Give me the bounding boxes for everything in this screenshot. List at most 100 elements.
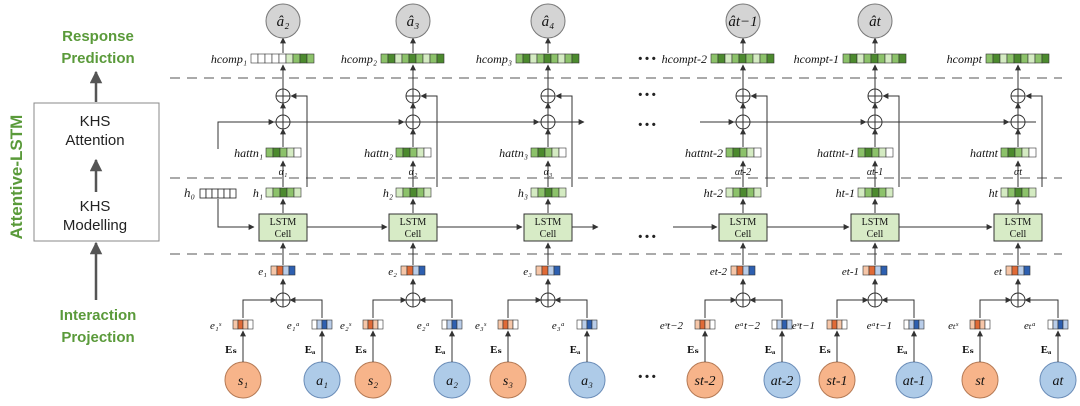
composite-state-vector	[422, 53, 431, 64]
composite-state-vector	[877, 53, 886, 64]
answer-embedding-vector-label: eᵃt−1	[867, 320, 892, 332]
composite-state-vector	[550, 53, 559, 64]
hidden-state-vector	[739, 187, 748, 198]
hidden-state-vector	[732, 187, 741, 198]
lstm-cell-label-line2: Cell	[275, 229, 292, 240]
answer-embedding-vector	[1052, 319, 1059, 330]
composite-state-vector	[985, 53, 994, 64]
skill-embedding-vector	[247, 319, 254, 330]
attention-state-vector	[265, 147, 274, 158]
composite-state-vector	[429, 53, 438, 64]
answer-embedding-vector	[918, 319, 925, 330]
hidden-state-vector	[416, 187, 425, 198]
composite-state-label: hcompt-1	[794, 52, 839, 66]
skill-input-label: st	[975, 374, 985, 389]
hidden-skip-arrow	[750, 93, 768, 187]
hidden-state-vector	[878, 187, 887, 198]
interaction-vector	[1017, 265, 1025, 276]
interaction-vector	[547, 265, 555, 276]
skill-embedding-vector	[497, 319, 504, 330]
answer-embedding-vector	[771, 319, 778, 330]
interaction-vector	[535, 265, 543, 276]
h0-vector-cell	[199, 188, 207, 199]
composite-state-vector	[285, 53, 294, 64]
khs-modelling-line1: KHS	[79, 198, 111, 215]
hidden-state-vector	[293, 187, 302, 198]
skill-embedding-vector	[831, 319, 838, 330]
hidden-state-label: ht-2	[704, 186, 723, 200]
interaction-vector	[748, 265, 756, 276]
lstm-cell-label-line2: Cell	[735, 229, 752, 240]
composite-state-vector	[738, 53, 747, 64]
hidden-state-vector	[857, 187, 866, 198]
skill-embedding-vector	[704, 319, 711, 330]
skill-to-concat-arrow	[704, 297, 737, 318]
composite-state-vector	[1013, 53, 1022, 64]
answer-embedding-vector	[1062, 319, 1069, 330]
skill-embedding-label: Eₛ	[490, 344, 502, 356]
answer-embedding-vector	[786, 319, 793, 330]
lstm-cell-label-line1: LSTM	[400, 217, 427, 228]
prediction-label: â₂	[277, 14, 290, 30]
attention-state-vector	[537, 147, 546, 158]
attention-state-vector	[725, 147, 734, 158]
composite-state-vector	[766, 53, 775, 64]
composite-state-vector	[306, 53, 315, 64]
lstm-cell	[258, 213, 308, 242]
prediction-circle	[395, 3, 431, 39]
skill-embedding-vector-label: eˢt−2	[660, 320, 684, 332]
composite-state-label: hcomp₁	[211, 52, 247, 66]
attention-state-vector	[1007, 147, 1016, 158]
interaction-vector	[553, 265, 561, 276]
h0-vector-cell	[205, 188, 213, 199]
lstm-cell-label-line2: Cell	[405, 229, 422, 240]
attention-state-vector	[551, 147, 560, 158]
skill-embedding-label: Eₛ	[687, 344, 699, 356]
answer-embedding-vector-label: eᵃt−2	[735, 320, 761, 332]
skill-embedding-vector	[232, 319, 239, 330]
interaction-vector	[1023, 265, 1031, 276]
answer-embedding-label: Eₐ	[435, 344, 446, 356]
composite-state-vector	[842, 53, 851, 64]
attention-state-vector	[1000, 147, 1009, 158]
answer-to-concat-arrow	[554, 297, 588, 318]
attention-weight-label: αt	[1014, 167, 1022, 178]
interaction-vector	[270, 265, 278, 276]
answer-embedding-vector	[326, 319, 333, 330]
composite-state-vector	[884, 53, 893, 64]
hidden-state-label: h₁	[253, 186, 263, 200]
skill-embedding-vector	[502, 319, 509, 330]
interaction-projection-label: Interaction Projection	[38, 305, 158, 349]
interaction-vector	[282, 265, 290, 276]
hidden-state-vector	[746, 187, 755, 198]
skill-embedding-vector	[841, 319, 848, 330]
attention-state-vector	[558, 147, 567, 158]
interaction-vector	[1005, 265, 1013, 276]
hidden-state-vector	[402, 187, 411, 198]
composite-state-vector	[1041, 53, 1050, 64]
composite-state-vector	[992, 53, 1001, 64]
answer-embedding-vector	[576, 319, 583, 330]
answer-to-concat-arrow	[289, 297, 323, 318]
composite-state-vector	[557, 53, 566, 64]
attention-state-label: hattnt	[970, 146, 999, 160]
hidden-state-vector	[558, 187, 567, 198]
composite-state-vector	[1027, 53, 1036, 64]
attention-history-line	[217, 119, 585, 149]
answer-embedding-vector	[321, 319, 328, 330]
composite-state-label: hcomp₂	[341, 52, 377, 66]
hidden-state-vector	[1000, 187, 1009, 198]
skill-embedding-vector-label: eₜˢ	[948, 320, 959, 332]
h0-vector-cell	[211, 188, 219, 199]
answer-embedding-vector-label: eₜᵃ	[1024, 320, 1036, 332]
answer-embedding-label: Eₐ	[765, 344, 776, 356]
answer-embedding-label: Eₐ	[897, 344, 908, 356]
answer-embedding-vector-label: e₁ᵃ	[287, 320, 300, 332]
hidden-state-vector	[409, 187, 418, 198]
attention-state-vector	[272, 147, 281, 158]
answer-embedding-vector	[446, 319, 453, 330]
attention-state-vector	[423, 147, 432, 158]
